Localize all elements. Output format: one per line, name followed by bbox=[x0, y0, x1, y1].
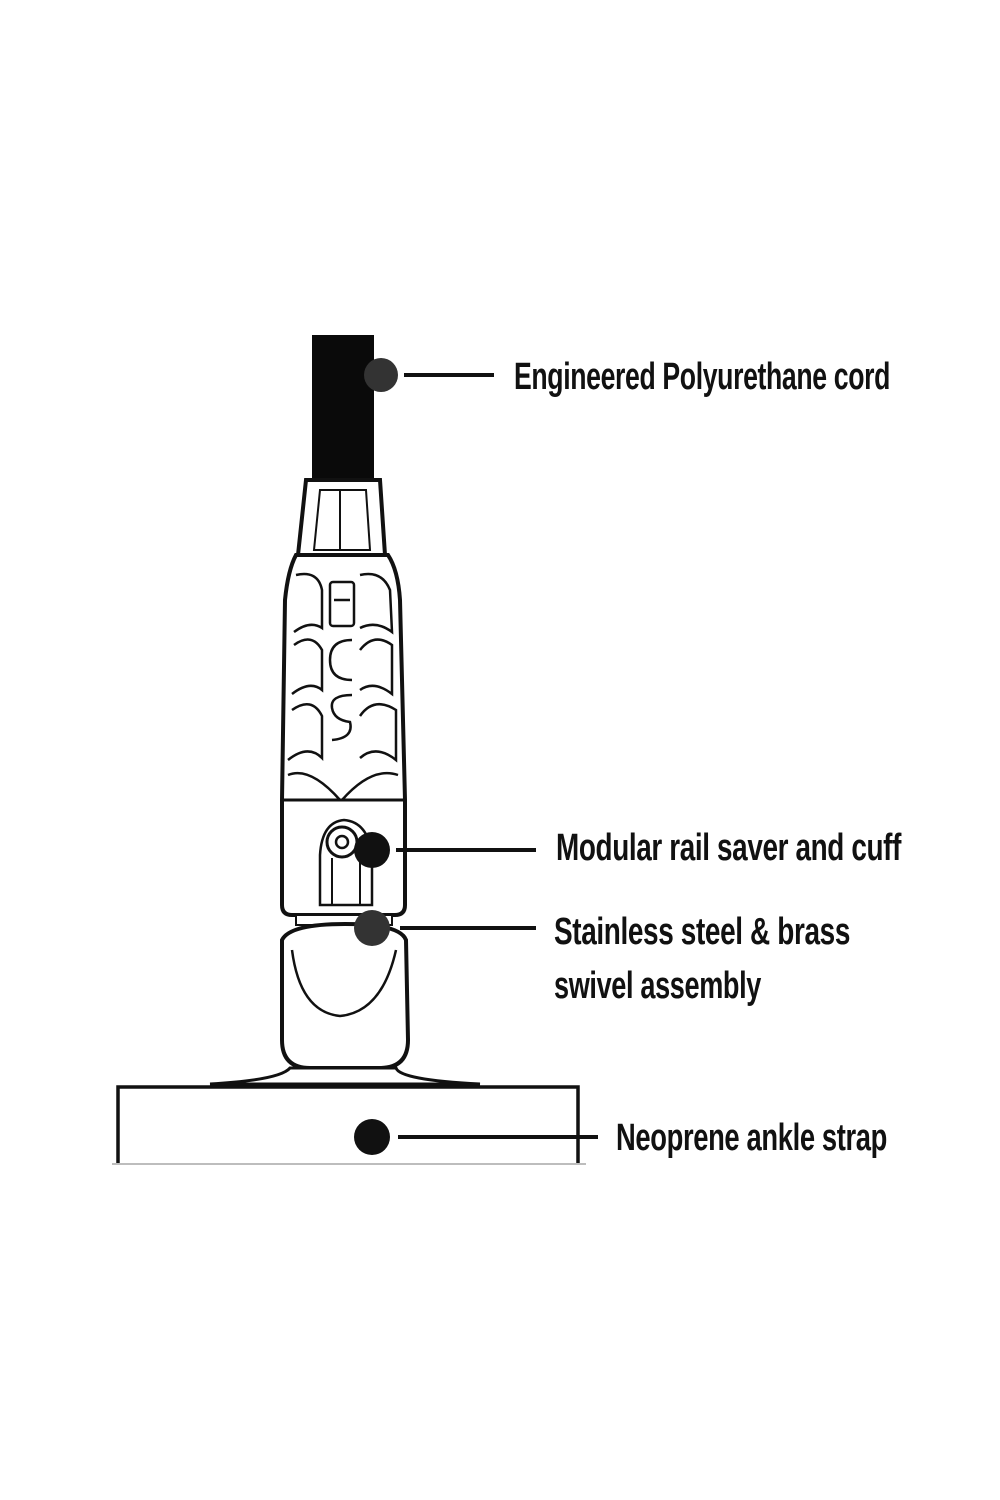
cuff-grip-ribs bbox=[287, 572, 399, 801]
swivel-housing bbox=[280, 921, 411, 1070]
callout-label-cord: Engineered Polyurethane cord bbox=[514, 356, 890, 398]
callout-label-swivel-line2: swivel assembly bbox=[554, 965, 761, 1007]
swivel-base-flare bbox=[209, 1066, 481, 1086]
polyurethane-cord bbox=[312, 335, 374, 480]
callout-label-strap: Neoprene ankle strap bbox=[616, 1117, 887, 1159]
cuff-neck bbox=[295, 478, 388, 557]
neoprene-ankle-strap bbox=[116, 1085, 580, 1164]
cuff-rivet bbox=[325, 825, 359, 859]
callout-marker-rail bbox=[354, 832, 390, 868]
cuff-embossed-logo bbox=[328, 580, 356, 742]
callout-label-rail: Modular rail saver and cuff bbox=[556, 827, 902, 869]
callout-marker-cord bbox=[364, 358, 398, 392]
rail-saver-cuff bbox=[280, 553, 407, 917]
callout-marker-strap bbox=[354, 1119, 390, 1155]
swivel-inner-curve bbox=[290, 949, 398, 1018]
callout-label-swivel-line1: Stainless steel & brass bbox=[554, 911, 850, 953]
cuff-rivet-center bbox=[334, 834, 350, 850]
callout-marker-swivel bbox=[354, 910, 390, 946]
cuff-neck-inner bbox=[312, 489, 372, 551]
